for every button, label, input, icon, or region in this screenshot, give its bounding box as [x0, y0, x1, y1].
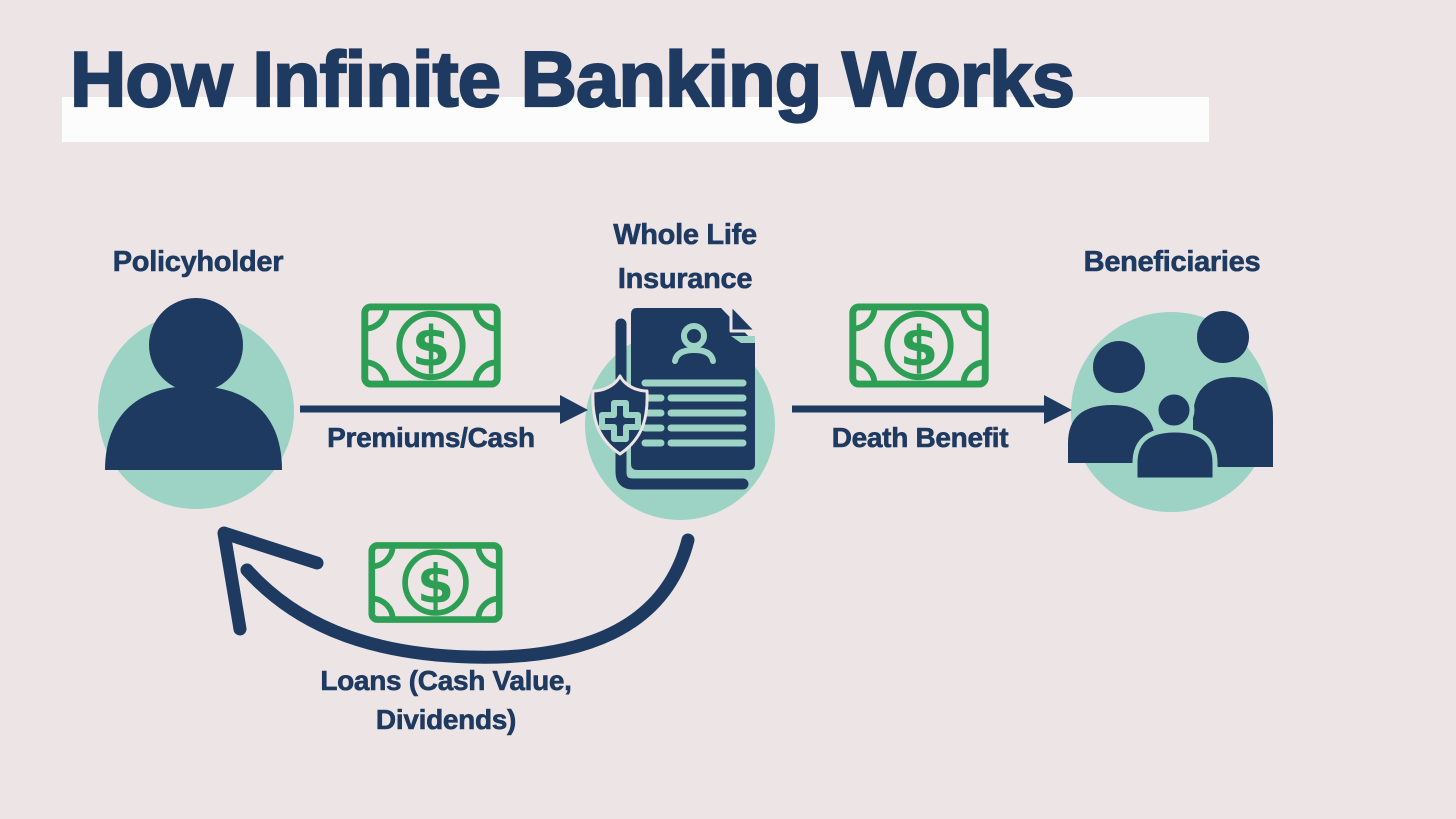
person-icon [105, 298, 282, 470]
premiums-flow-label: Premiums/Cash [327, 422, 536, 454]
premiums-arrowhead-icon [560, 395, 588, 424]
medical-cross-icon [599, 400, 641, 442]
dollar-bill-icon [360, 303, 502, 388]
whole-life-insurance-label: Whole Life Insurance [525, 213, 845, 301]
loans-arrowhead-icon [217, 526, 324, 636]
whole-life-label-line2: Insurance [617, 263, 753, 296]
insurance-policy-document-icon [591, 303, 758, 490]
death-benefit-arrow [792, 395, 1072, 424]
page-title: How Infinite Banking Works [69, 35, 1076, 123]
family-adult1-head [1093, 341, 1145, 393]
loans-flow-label: Loans (Cash Value, Dividends) [286, 661, 606, 739]
policyholder-label: Policyholder [112, 246, 284, 279]
folded-corner-icon [729, 303, 758, 333]
dollar-bill-icon [848, 303, 990, 388]
whole-life-label-line1: Whole Life [613, 219, 758, 252]
family-child-body [1132, 427, 1218, 483]
document-avatar-icon [672, 323, 716, 364]
beneficiaries-label: Beneficiaries [1083, 246, 1261, 279]
premiums-arrow [300, 395, 588, 424]
family-adult2-head [1197, 311, 1249, 363]
family-adult1-body [1068, 405, 1155, 463]
title-highlight-strip [62, 97, 1209, 142]
family-child-head [1153, 389, 1195, 431]
loans-label-line1: Loans (Cash Value, [320, 665, 572, 697]
loans-label-line2: Dividends) [375, 704, 517, 736]
dollar-bill-icon [368, 540, 503, 625]
medical-shield-icon [591, 374, 649, 456]
family-icon [1068, 311, 1273, 483]
death-benefit-flow-label: Death Benefit [831, 422, 1009, 454]
